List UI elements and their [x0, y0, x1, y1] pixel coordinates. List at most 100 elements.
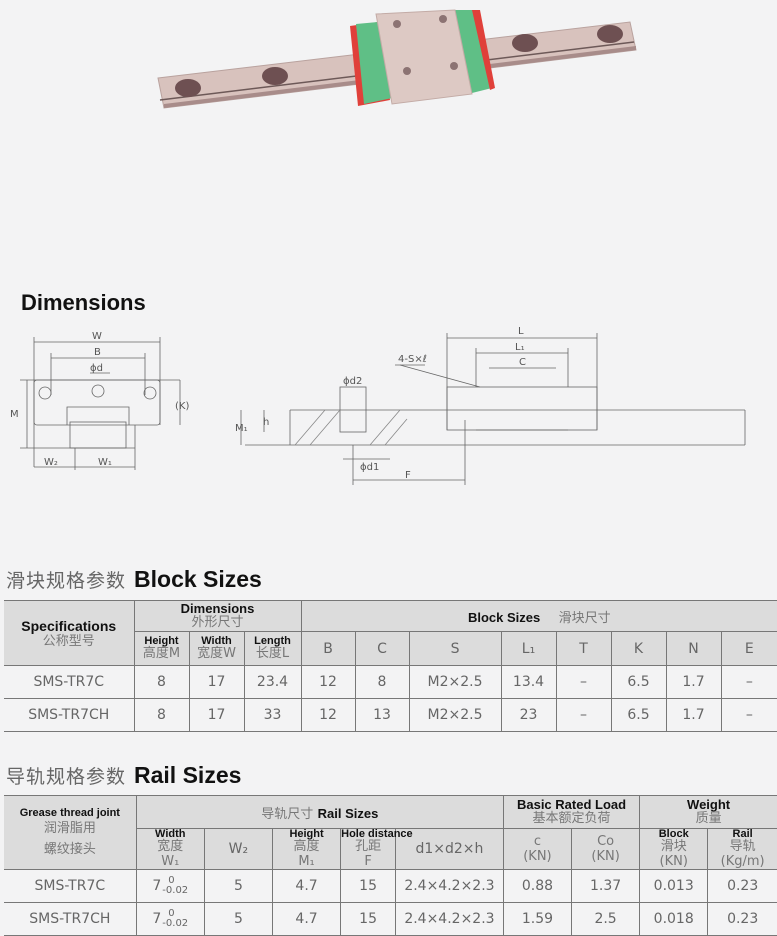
- svg-text:(K): (K): [175, 401, 189, 412]
- svg-text:4-S×ℓ: 4-S×ℓ: [398, 354, 427, 365]
- cell-l: 33: [243, 698, 302, 732]
- svg-text:C: C: [519, 357, 526, 368]
- cell-e: –: [720, 698, 777, 732]
- cell-w: 17: [188, 665, 245, 699]
- svg-text:M: M: [10, 409, 19, 420]
- spec-cell: SMS-TR7CH: [4, 902, 137, 936]
- rail-sizes-header: 导轨尺寸 Rail Sizes: [135, 795, 504, 829]
- cell-s: M2×2.5: [408, 698, 502, 732]
- weight-header: Weight 质量: [639, 795, 777, 829]
- cell-e: –: [720, 665, 777, 699]
- cell-l1: 13.4: [500, 665, 557, 699]
- table-row: SMS-TR7CH 8 17 33 12 13 M2×2.5 23 – 6.5 …: [4, 698, 777, 732]
- dimensions-header: Dimensions 外形尺寸: [133, 599, 302, 633]
- cell-co: 2.5: [571, 902, 641, 936]
- svg-text:ϕd2: ϕd2: [343, 376, 362, 387]
- col-n-header: N: [665, 631, 722, 666]
- cell-n: 1.7: [665, 665, 722, 699]
- c-header: c(KN): [502, 828, 573, 870]
- spec-header: Specifications 公称型号: [4, 600, 135, 666]
- col-b-header: B: [300, 631, 356, 666]
- svg-text:ϕd1: ϕd1: [360, 462, 379, 473]
- spec-cell: SMS-TR7C: [4, 665, 135, 699]
- basic-rated-load-header: Basic Rated Load 基本额定负荷: [502, 795, 641, 829]
- svg-text:ϕd: ϕd: [90, 363, 103, 374]
- cell-f: 15: [340, 902, 397, 936]
- col-k-header: K: [610, 631, 667, 666]
- dimensions-heading: Dimensions: [21, 290, 146, 315]
- d1-d2-h-header: d1×d2×h: [395, 828, 504, 870]
- cell-d: 2.4×4.2×2.3: [395, 869, 504, 903]
- cell-d: 2.4×4.2×2.3: [395, 902, 504, 936]
- cell-m1: 4.7: [271, 902, 342, 936]
- svg-text:W₁: W₁: [98, 457, 112, 468]
- cell-t: –: [555, 698, 612, 732]
- svg-text:L: L: [518, 326, 524, 337]
- svg-text:W₂: W₂: [44, 457, 58, 468]
- cell-m: 8: [133, 665, 190, 699]
- cell-w2: 5: [203, 869, 273, 903]
- cell-n: 1.7: [665, 698, 722, 732]
- svg-text:M₁: M₁: [235, 423, 248, 434]
- col-c-header: C: [354, 631, 410, 666]
- cell-block-weight: 0.018: [639, 902, 709, 936]
- cell-c: 13: [354, 698, 410, 732]
- tolerance: 0-0.02: [162, 875, 189, 896]
- w2-header: W₂: [203, 828, 273, 870]
- cell-m1: 4.7: [271, 869, 342, 903]
- cell-l: 23.4: [243, 665, 302, 699]
- spec-cell: SMS-TR7C: [4, 869, 137, 903]
- cell-w: 17: [188, 698, 245, 732]
- col-s-header: S: [408, 631, 502, 666]
- cell-w2: 5: [203, 902, 273, 936]
- grease-joint-header: Grease thread joint 润滑脂用 螺纹接头: [4, 795, 137, 870]
- cell-block-weight: 0.013: [639, 869, 709, 903]
- cell-l1: 23: [500, 698, 557, 732]
- cell-co: 1.37: [571, 869, 641, 903]
- table-row: SMS-TR7C 8 17 23.4 12 8 M2×2.5 13.4 – 6.…: [4, 665, 777, 699]
- front-view-diagram: W B ϕd M (K) W₂ W₁: [10, 325, 220, 485]
- cell-c: 8: [354, 665, 410, 699]
- svg-text:L₁: L₁: [515, 342, 525, 353]
- cell-c: 0.88: [502, 869, 573, 903]
- cell-rail-weight: 0.23: [707, 869, 777, 903]
- cell-k: 6.5: [610, 698, 667, 732]
- svg-text:h: h: [263, 417, 269, 428]
- cell-m: 8: [133, 698, 190, 732]
- rail-sizes-table: Grease thread joint 润滑脂用 螺纹接头 导轨尺寸 Rail …: [4, 795, 777, 936]
- col-t-header: T: [555, 631, 612, 666]
- col-l1-header: L₁: [500, 631, 557, 666]
- co-header: Co(KN): [571, 828, 641, 870]
- block-sizes-header: Block Sizes 滑块尺寸: [300, 599, 777, 633]
- cell-c: 1.59: [502, 902, 573, 936]
- cell-t: –: [555, 665, 612, 699]
- tolerance: 0-0.02: [162, 908, 189, 929]
- cell-rail-weight: 0.23: [707, 902, 777, 936]
- block-sizes-table: Specifications 公称型号 Dimensions 外形尺寸 Bloc…: [4, 599, 777, 732]
- col-e-header: E: [720, 631, 777, 666]
- svg-text:B: B: [94, 347, 101, 358]
- svg-text:F: F: [405, 470, 411, 481]
- cell-f: 15: [340, 869, 397, 903]
- cell-b: 12: [300, 698, 356, 732]
- cell-k: 6.5: [610, 665, 667, 699]
- side-view-diagram: L L₁ C 4-S×ℓ ϕd2 h M₁ ϕd1 F: [235, 315, 775, 500]
- spec-cell: SMS-TR7CH: [4, 698, 135, 732]
- svg-text:W: W: [92, 331, 102, 342]
- cell-b: 12: [300, 665, 356, 699]
- product-photo: [150, 0, 660, 130]
